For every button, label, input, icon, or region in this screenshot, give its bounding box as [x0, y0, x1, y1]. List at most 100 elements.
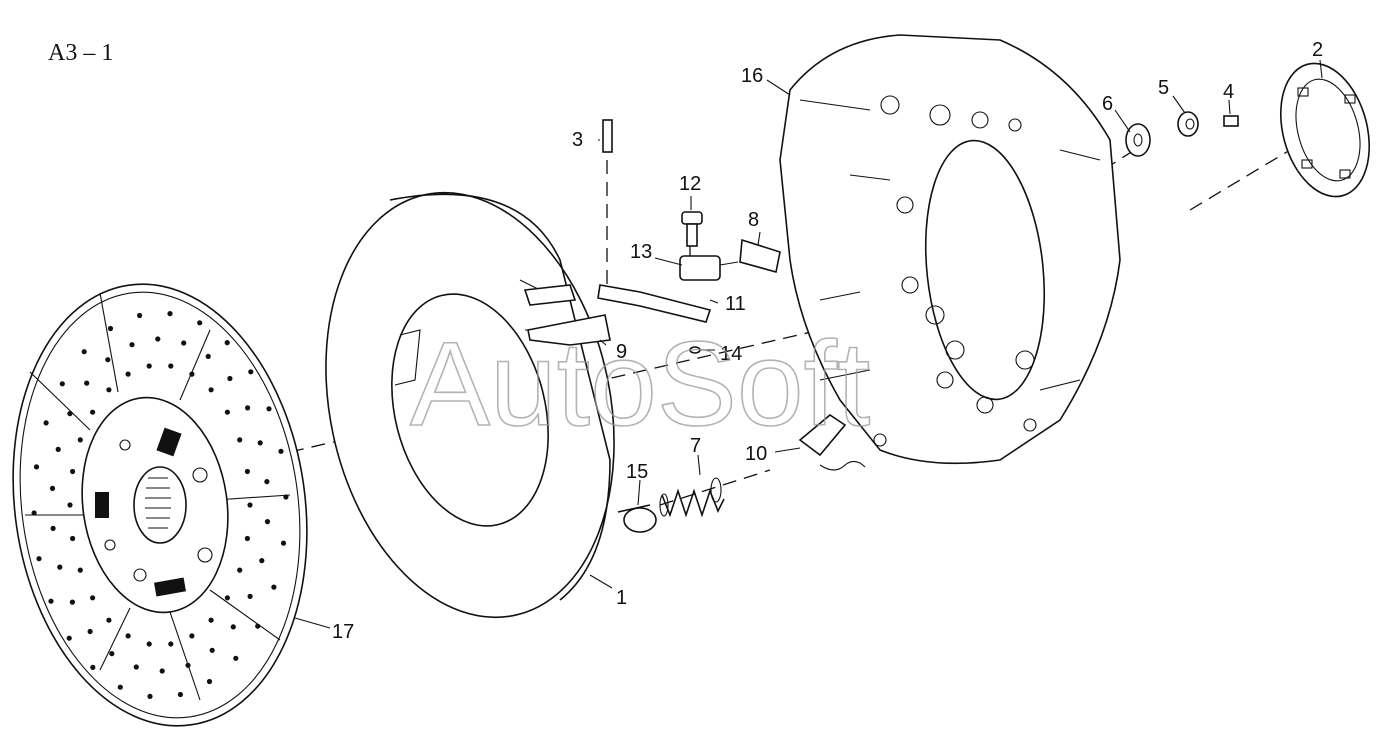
callout-15: 15: [626, 461, 648, 483]
rivet-dot: [208, 617, 214, 623]
rivet-dot: [129, 342, 135, 348]
rivet-dot: [109, 651, 115, 657]
callout-17: 17: [332, 621, 354, 643]
spring-axis-line: [659, 469, 771, 506]
rivet-dot: [280, 540, 287, 546]
rivet-dot: [90, 595, 96, 601]
callout-5: 5: [1158, 77, 1169, 99]
callout-10: 10: [745, 443, 767, 465]
rivet-dot: [31, 510, 37, 516]
rivet-dot: [189, 633, 195, 639]
rivet-dot: [106, 617, 112, 623]
rivet-dot: [36, 556, 42, 562]
callout-16: 16: [741, 65, 763, 87]
rivet-dot: [244, 468, 250, 475]
rivet-dot: [247, 502, 253, 508]
callout-11: 11: [725, 293, 746, 315]
rivet-dot: [125, 371, 131, 377]
rivet-dot: [181, 340, 187, 346]
rivet-dot: [264, 479, 270, 485]
rivet-dot: [224, 340, 230, 346]
callout-3: 3: [572, 129, 583, 151]
rivet-dot: [189, 371, 195, 377]
rivet-dot: [168, 363, 174, 369]
rivet-dot: [167, 311, 173, 317]
rivet-dot: [283, 494, 289, 500]
rivet-dot: [245, 405, 251, 411]
strut-8: [739, 238, 781, 274]
rivet-dot: [146, 363, 152, 369]
callout-8: 8: [748, 209, 759, 231]
rivet-dot: [107, 325, 114, 332]
callout-13: 13: [630, 241, 652, 263]
lever-bracket-9: [523, 284, 611, 346]
rivet-dot: [147, 693, 153, 700]
spring-7: [659, 477, 725, 518]
rivet-dot: [106, 387, 112, 393]
rivet-dot: [206, 678, 213, 685]
bolt-12: [681, 211, 703, 247]
rivet-dot: [77, 437, 83, 443]
rivet-dot: [90, 409, 96, 415]
rivet-dot: [224, 595, 230, 601]
callout-6: 6: [1102, 93, 1113, 115]
rivet-dot: [117, 684, 123, 690]
rivet-dot: [197, 320, 203, 326]
rivet-dot: [67, 411, 73, 417]
rivet-dot: [224, 409, 230, 415]
rivet-dot: [237, 567, 243, 573]
callout-2: 2: [1312, 39, 1323, 61]
retaining-clip-10: [798, 414, 866, 471]
clutch-cover: [779, 34, 1121, 465]
rivet-dot: [278, 448, 284, 454]
nut-5: [1177, 111, 1199, 137]
rivet-dot: [133, 664, 139, 670]
rivet-dot: [77, 567, 83, 573]
diagram-title: A3 – 1: [48, 40, 113, 66]
rivet-dot: [248, 369, 254, 375]
callout-7: 7: [690, 435, 701, 457]
pin-3: [602, 119, 613, 153]
release-ring: [1279, 62, 1371, 198]
rivet-dot: [70, 468, 76, 475]
rivet-dot: [264, 519, 271, 525]
rivet-dot: [59, 381, 65, 387]
rivet-dot: [48, 598, 54, 604]
rivet-dot: [208, 387, 214, 393]
rivet-dot: [155, 336, 161, 342]
rivet-dot: [146, 641, 152, 647]
rivet-dot: [81, 349, 87, 355]
rivet-dot: [70, 535, 76, 542]
rivet-dot: [244, 535, 250, 542]
rivet-dot: [230, 624, 236, 630]
callout-leaders: [294, 59, 1323, 629]
release-lever-11: [597, 284, 712, 323]
rivet-dot: [259, 558, 265, 564]
washer-6: [1125, 123, 1151, 157]
bushing-15: [617, 504, 657, 533]
rivet-dot: [105, 357, 111, 363]
callout-12: 12: [679, 173, 701, 195]
callout-4: 4: [1223, 81, 1234, 103]
rivet-dot: [247, 593, 253, 600]
rivet-dot: [50, 525, 56, 532]
watermark: AutoSoft: [410, 317, 870, 451]
callout-14: 14: [720, 343, 742, 365]
rivet-dot: [255, 623, 261, 629]
rivet-dot: [90, 664, 96, 671]
rivet-dot: [137, 312, 143, 319]
callout-1: 1: [616, 587, 627, 609]
clutch-disc: [12, 283, 308, 727]
rivet-dot: [209, 647, 215, 653]
rivet-dot: [257, 440, 263, 446]
rivet-dot: [233, 655, 239, 661]
rivet-dot: [271, 584, 277, 590]
screw-4: [1223, 115, 1239, 127]
rivet-dot: [177, 691, 183, 698]
rivet-dot: [43, 420, 49, 426]
callout-9: 9: [616, 341, 627, 363]
rivet-dot: [57, 564, 63, 570]
rivet-dot: [237, 437, 243, 443]
rivet-dot: [84, 380, 90, 386]
